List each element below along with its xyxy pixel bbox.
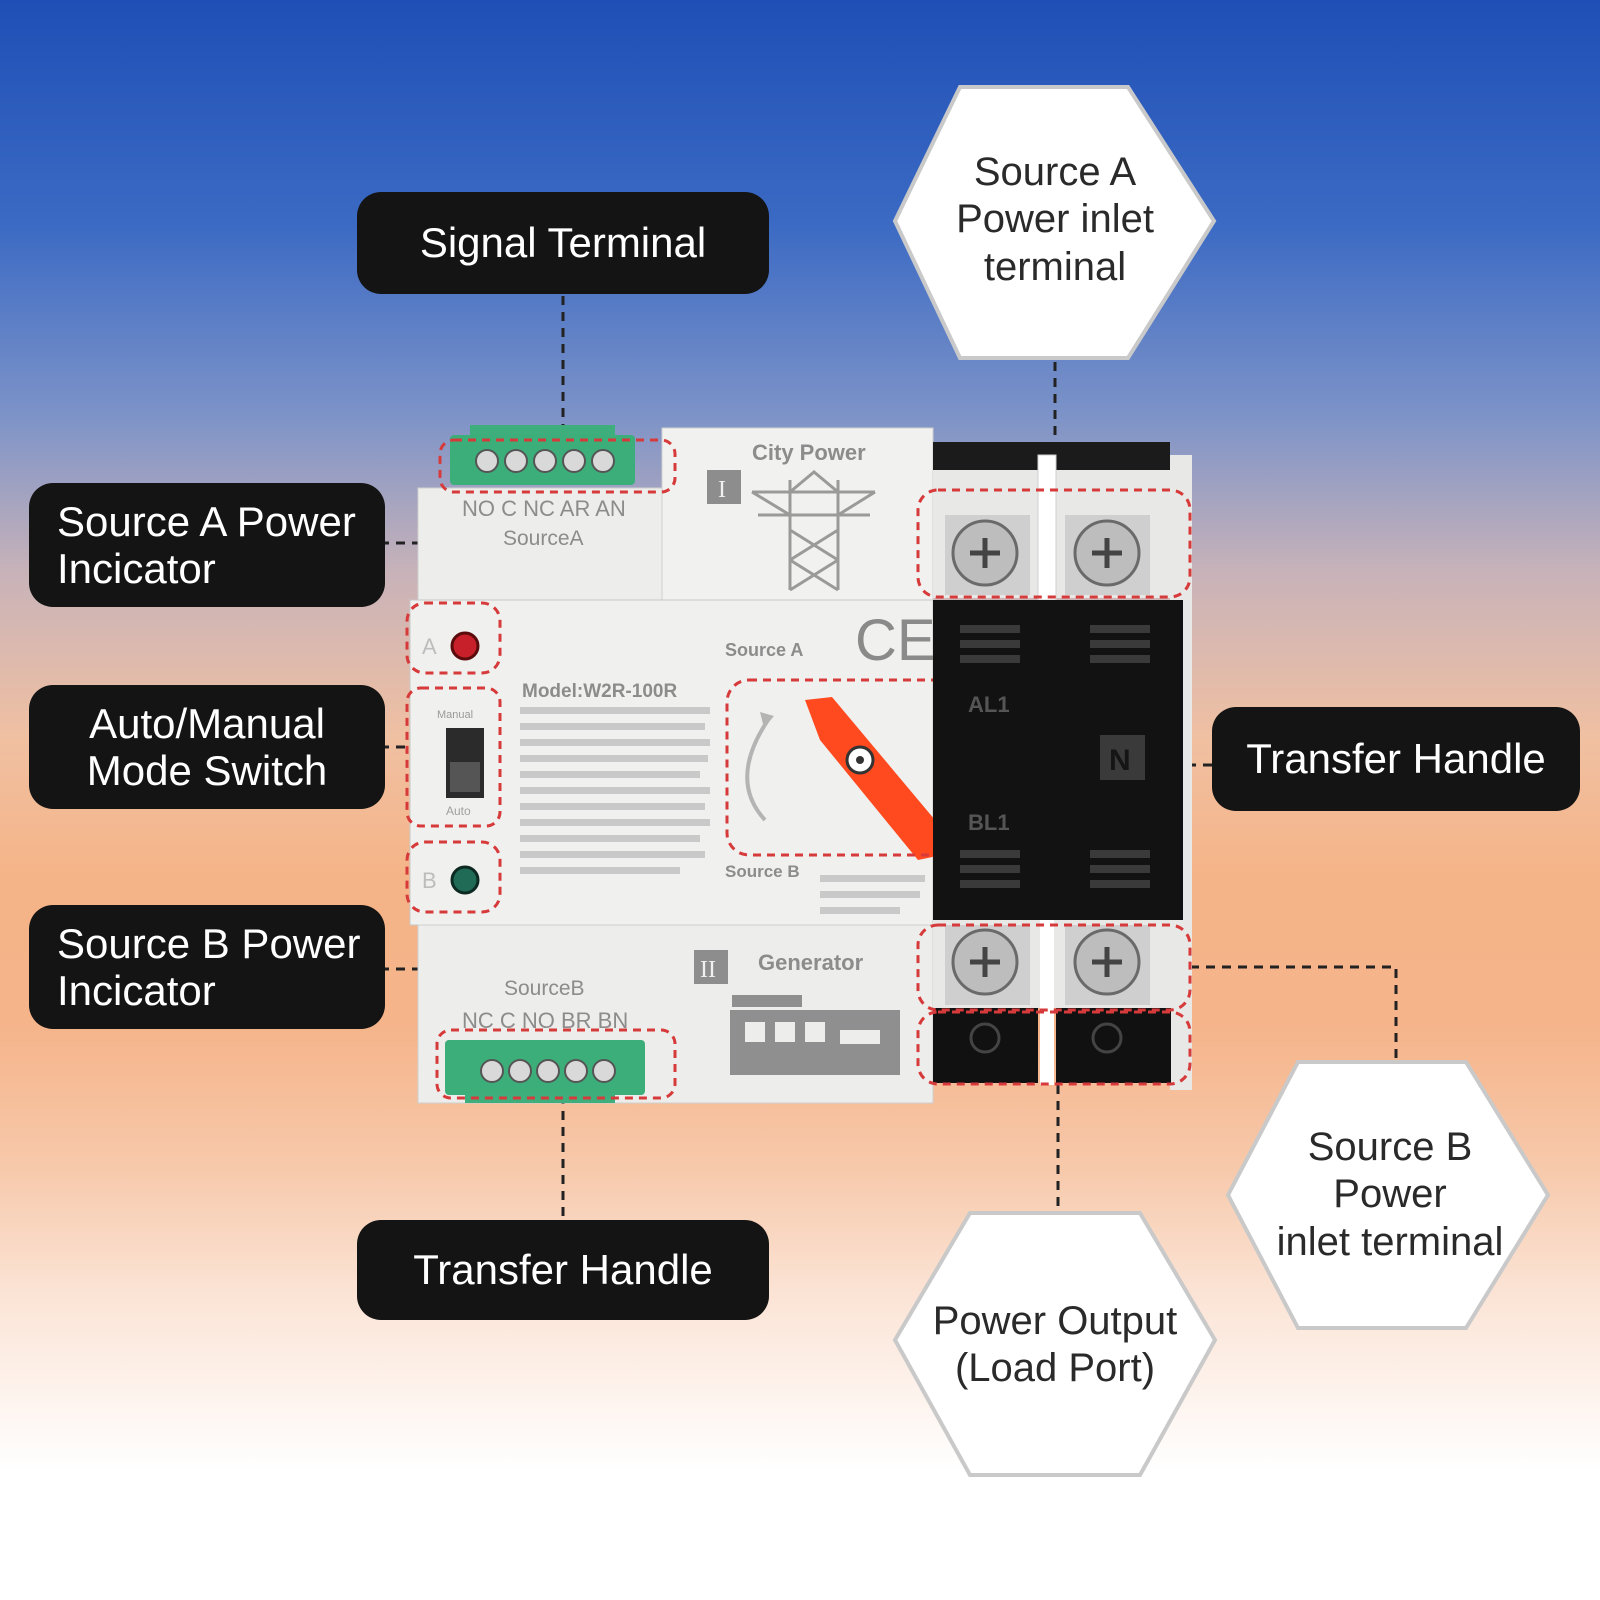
mode-switch: Manual Auto (405, 686, 502, 828)
leader-source-b-inlet (1190, 965, 1398, 1058)
signal-terminal-callout: Signal Terminal (357, 192, 769, 294)
indicator-b-letter: B (422, 868, 437, 893)
top-terminal-labels: NO C NC AR AN (462, 496, 626, 521)
ce-mark: CE (855, 608, 936, 673)
source-b-label: SourceB (504, 977, 585, 1000)
mode-switch-callout: Auto/Manual Mode Switch (29, 685, 385, 809)
mode-switch-line-2: Mode Switch (86, 747, 328, 794)
terminal-bl1: BL1 (968, 810, 1010, 835)
model-label: Model:W2R-100R (522, 681, 677, 702)
source-b-inlet-line-3: inlet terminal (1276, 1219, 1504, 1264)
source-b-indicator-line-1: Source B Power (57, 919, 361, 967)
switch-bottom-label: Auto (446, 804, 471, 818)
source-b-inlet-line-2: Power (1333, 1172, 1447, 1217)
transfer-handle-right-callout: Transfer Handle (1212, 707, 1580, 811)
indicator-a: A (405, 601, 502, 675)
signal-terminal-top (438, 425, 677, 494)
source-b-indicator-callout: Source B Power Incicator (29, 905, 385, 1029)
indicator-b: B (405, 840, 502, 914)
pylon-icon (751, 470, 876, 592)
terminal-al1: AL1 (968, 692, 1010, 717)
mode-switch-line-1: Auto/Manual (89, 699, 325, 747)
source-b-indicator-line-2: Incicator (57, 967, 216, 1014)
source-b-inlet-line-1: Source B (1307, 1125, 1473, 1170)
source-a-label: SourceA (503, 527, 584, 550)
generator-label: Generator (758, 950, 864, 975)
power-module: AL1 BL1 N (916, 442, 1192, 1086)
transfer-handle-right-text: Transfer Handle (1246, 735, 1546, 783)
source-a-inlet-line-1: Source A (973, 150, 1137, 195)
roman-two: II (700, 957, 716, 983)
generator-icon (730, 995, 900, 1075)
source-a-inlet-label: Source A Power inlet terminal (905, 130, 1205, 310)
terminal-n: N (1109, 744, 1131, 777)
screws-bottom (945, 925, 1150, 1054)
power-output-line-1: Power Output (932, 1298, 1178, 1343)
source-a-printed: Source A (725, 640, 803, 660)
roman-one: I (718, 477, 726, 503)
indicator-a-letter: A (422, 634, 437, 659)
city-power-label: City Power (752, 440, 866, 465)
source-a-inlet-line-2: Power inlet (956, 197, 1154, 242)
switch-top-label: Manual (437, 709, 473, 721)
transfer-handle-bottom-callout: Transfer Handle (357, 1220, 769, 1320)
source-a-inlet-line-3: terminal (983, 244, 1127, 289)
source-a-indicator-callout: Source A Power Incicator (29, 483, 385, 607)
transfer-handle (725, 678, 994, 860)
transfer-handle-bottom-text: Transfer Handle (413, 1246, 713, 1294)
power-output-line-2: (Load Port) (954, 1346, 1156, 1390)
source-b-inlet-label: Source B Power inlet terminal (1240, 1105, 1540, 1285)
source-a-indicator-line-1: Source A Power (57, 497, 356, 545)
source-a-indicator-line-2: Incicator (57, 545, 216, 592)
spec-lines (520, 707, 925, 914)
signal-terminal-text: Signal Terminal (419, 219, 707, 267)
power-output-label: Power Output (Load Port) (905, 1290, 1205, 1400)
screws-top (945, 515, 1150, 595)
bottom-terminal-labels: NC C NO BR BN (462, 1008, 628, 1033)
source-b-printed: Source B (725, 862, 800, 881)
signal-terminal-bottom (435, 1028, 677, 1103)
